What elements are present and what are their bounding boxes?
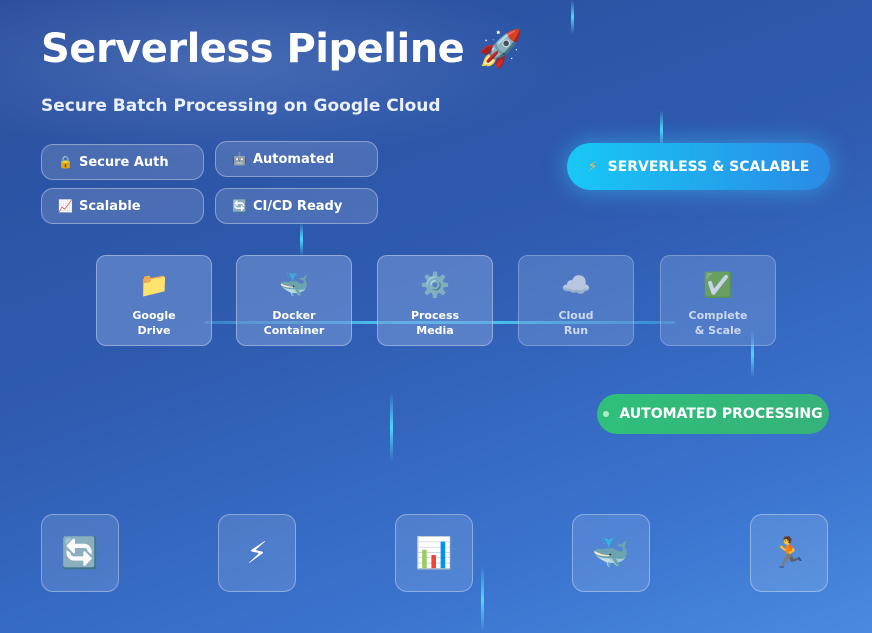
- lightning-icon: ⚡: [587, 158, 598, 175]
- status-dot: [603, 411, 610, 417]
- runner-tile[interactable]: 🏃: [750, 514, 828, 592]
- step-label: Docker Container: [263, 309, 325, 337]
- feature-chip-label: Secure Auth: [78, 154, 169, 170]
- pipeline-step-docker-container: 🐳 Docker Container: [236, 255, 352, 346]
- whale-icon: 🐳: [592, 535, 630, 571]
- feature-chip-cicd-ready: 🔄 CI/CD Ready: [215, 188, 378, 224]
- refresh-tile[interactable]: 🔄: [41, 514, 119, 592]
- feature-chip-label: Automated: [252, 151, 335, 167]
- lightning-icon: ⚡: [246, 535, 268, 571]
- pipeline-step-process-media: ⚙️ Process Media: [377, 255, 493, 346]
- chart-up-icon: 📈: [58, 199, 73, 213]
- cloud-icon: ☁️: [561, 271, 591, 299]
- light-line: [660, 110, 663, 150]
- header-glow: [0, 0, 560, 160]
- light-line: [390, 392, 393, 462]
- bar-chart-tile[interactable]: 📊: [395, 514, 473, 592]
- page-subtitle: Secure Batch Processing on Google Cloud: [41, 96, 441, 116]
- refresh-icon: 🔄: [232, 199, 247, 213]
- bar-chart-icon: 📊: [415, 535, 453, 571]
- serverless-badge: ⚡ SERVERLESS & SCALABLE: [567, 143, 830, 190]
- gear-icon: ⚙️: [420, 271, 450, 299]
- feature-chip-secure-auth: 🔒 Secure Auth: [41, 144, 204, 180]
- feature-chip-label: Scalable: [78, 198, 141, 214]
- step-label: Google Drive: [132, 309, 176, 337]
- pipeline-step-google-drive: 📁 Google Drive: [96, 255, 212, 346]
- whale-tile[interactable]: 🐳: [572, 514, 650, 592]
- lightning-tile[interactable]: ⚡: [218, 514, 296, 592]
- feature-chip-automated: 🤖 Automated: [215, 141, 378, 177]
- feature-chip-label: CI/CD Ready: [252, 198, 343, 214]
- step-label: Process Media: [410, 309, 460, 337]
- step-label: Complete & Scale: [688, 309, 748, 337]
- step-label: Cloud Run: [558, 309, 594, 337]
- serverless-badge-label: SERVERLESS & SCALABLE: [607, 158, 810, 175]
- automated-processing-badge: AUTOMATED PROCESSING: [597, 394, 829, 434]
- page-title: Serverless Pipeline: [41, 26, 465, 72]
- robot-icon: 🤖: [232, 152, 247, 166]
- runner-icon: 🏃: [770, 535, 808, 571]
- light-line: [481, 566, 484, 633]
- checkmark-icon: ✅: [703, 271, 733, 299]
- light-line: [751, 330, 754, 378]
- automated-badge-label: AUTOMATED PROCESSING: [619, 406, 823, 422]
- whale-icon: 🐳: [279, 271, 309, 299]
- pipeline-step-cloud-run: ☁️ Cloud Run: [518, 255, 634, 346]
- light-line: [571, 0, 574, 34]
- refresh-icon: 🔄: [61, 535, 99, 571]
- lock-icon: 🔒: [58, 155, 73, 169]
- feature-chip-scalable: 📈 Scalable: [41, 188, 204, 224]
- rocket-icon: 🚀: [478, 29, 523, 70]
- light-line: [300, 222, 303, 256]
- pipeline-step-complete-scale: ✅ Complete & Scale: [660, 255, 776, 346]
- folder-icon: 📁: [139, 271, 169, 299]
